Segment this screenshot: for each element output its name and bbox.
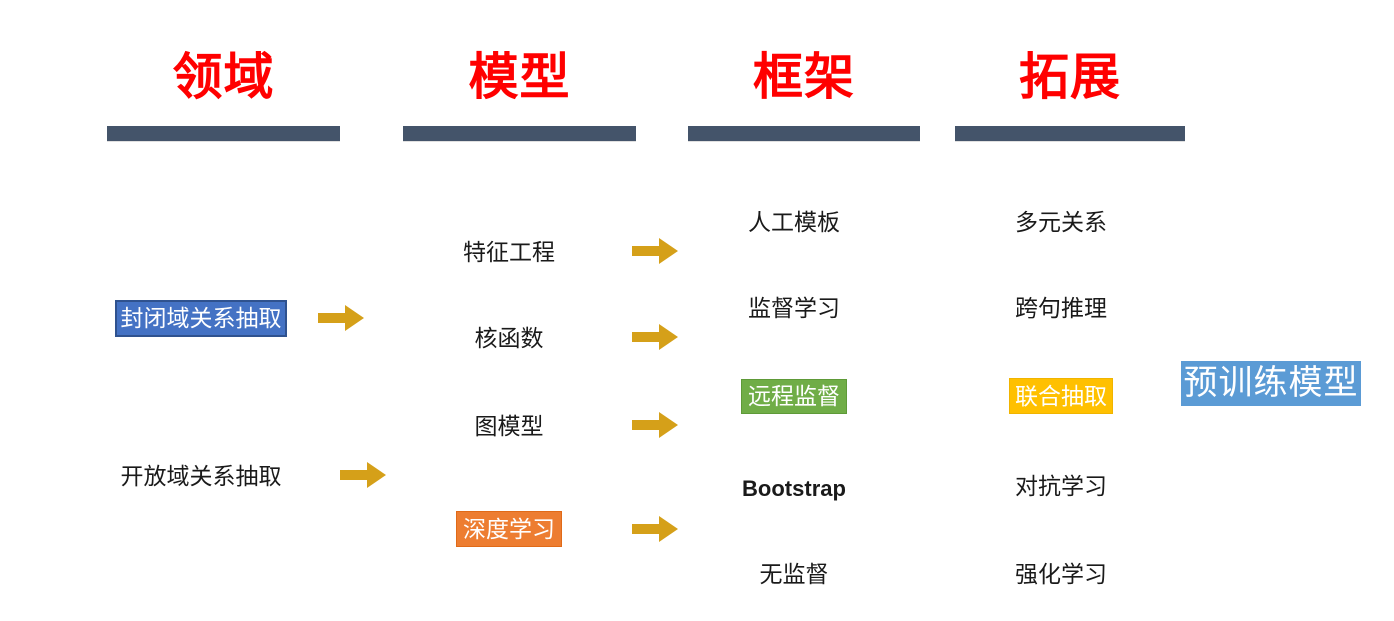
arrow-right-icon [318, 303, 364, 333]
node-multi-way-relation: 多元关系 [1015, 210, 1107, 235]
column-title-model: 模型 [468, 49, 571, 105]
column-rule-model [403, 126, 636, 141]
arrow-right-icon [632, 410, 678, 440]
node-graph-model: 图模型 [474, 414, 544, 439]
node-adversarial-learning: 对抗学习 [1015, 474, 1107, 499]
node-deep-learning[interactable]: 深度学习 [456, 511, 562, 547]
arrow-right-icon [632, 236, 678, 266]
node-bootstrap: Bootstrap [742, 476, 846, 501]
node-reinforcement-learning: 强化学习 [1015, 562, 1107, 587]
node-kernel-function: 核函数 [474, 326, 544, 351]
node-pretrained-model[interactable]: 预训练模型 [1181, 361, 1361, 406]
node-unsupervised: 无监督 [759, 562, 829, 587]
node-closed-domain-relation-extraction[interactable]: 封闭域关系抽取 [115, 300, 287, 337]
column-title-framework: 框架 [753, 49, 855, 105]
column-title-extension: 拓展 [1019, 49, 1121, 105]
node-feature-engineering: 特征工程 [463, 240, 555, 265]
node-supervised-learning: 监督学习 [748, 296, 840, 321]
column-rule-extension [955, 126, 1185, 141]
arrow-right-icon [340, 460, 386, 490]
node-distant-supervision[interactable]: 远程监督 [741, 379, 847, 414]
arrow-right-icon [632, 322, 678, 352]
node-joint-extraction[interactable]: 联合抽取 [1009, 378, 1113, 414]
column-title-domain: 领域 [172, 49, 275, 105]
column-rule-domain [107, 126, 340, 141]
arrow-right-icon [632, 514, 678, 544]
column-rule-framework [688, 126, 920, 141]
node-manual-template: 人工模板 [748, 210, 840, 235]
node-cross-sentence-reasoning: 跨句推理 [1015, 296, 1107, 321]
node-open-domain-relation-extraction: 开放域关系抽取 [120, 464, 282, 489]
